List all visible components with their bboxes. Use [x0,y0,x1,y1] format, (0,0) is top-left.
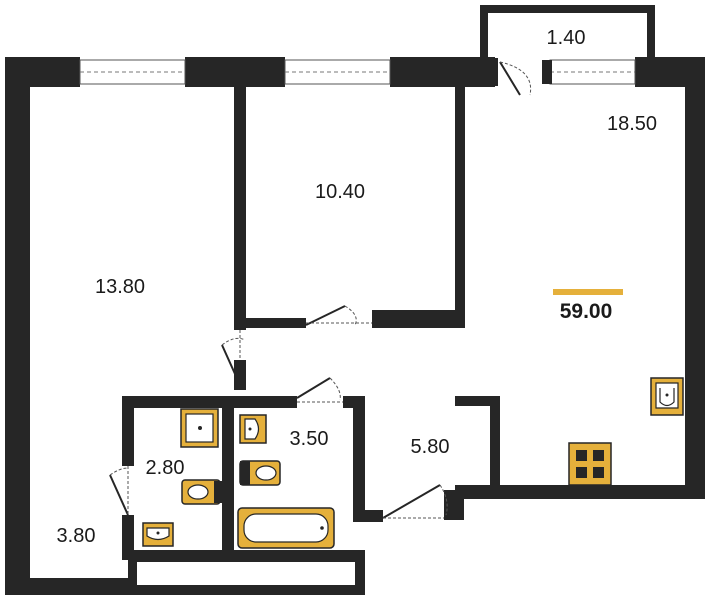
wall-hall-partition-top [455,396,500,406]
area-label-corridor: 3.80 [57,525,96,547]
wall-bottom-left-corner [128,550,137,595]
sink-icon [142,522,174,547]
windows [79,59,636,85]
area-label-bathroom: 3.50 [290,428,329,450]
door-large-bedroom [221,330,246,386]
wall-toilet-bath-divider [222,396,234,560]
wall-small-bed-bottom-1 [234,318,306,328]
wall-toilet-left-upper [122,396,134,466]
area-label-hall: 5.80 [411,436,450,458]
shower-tray-icon [180,408,219,448]
door-bathroom [296,377,343,403]
bathroom-sink-icon [239,414,267,444]
wall-bottom-right [455,485,705,499]
total-area: 59.00 [560,300,613,323]
wall-bath-top-1 [122,396,297,408]
wall-hall-door-jamb [444,490,464,520]
wall-bedroom-divider-lower [234,360,246,390]
wall-top-2 [185,57,285,87]
area-label-toilet: 2.80 [146,457,185,479]
wall-right-outer [685,57,705,497]
door-small-bedroom [305,305,372,326]
door-entrance [382,484,448,519]
door-balcony [492,58,532,96]
wall-bottom-left [5,578,135,595]
interior-walls [122,85,500,560]
wall-balcony-right [647,5,655,60]
wall-bath-right-stub [353,510,383,522]
door-toilet [109,466,129,516]
total-area-accent-bar [553,289,623,295]
stove-icon [568,442,612,486]
walls [5,5,705,595]
area-label-small-bedroom: 10.40 [315,181,365,203]
kitchen-sink-icon [650,377,684,416]
wall-bedroom-divider [234,85,246,330]
bathtub-icon [237,507,335,549]
wall-small-bed-bottom-2 [372,310,464,328]
wall-bath-bottom-right [355,550,365,595]
wall-left-outer [5,57,30,595]
bathroom-toilet-icon [239,460,281,486]
wall-bath-right [353,396,365,516]
wall-bath-bottom [128,550,363,562]
fixtures [142,377,684,549]
area-label-living: 18.50 [607,113,657,135]
area-label-balcony: 1.40 [547,27,586,49]
wall-top-3 [390,57,495,87]
wall-hall-partition [490,396,500,491]
wall-toilet-left-lower [122,515,134,560]
doors [109,58,532,519]
wall-balcony-top [480,5,655,13]
wall-bath-bottom-outer [135,585,365,595]
area-label-large-bedroom: 13.80 [95,276,145,298]
window-living-mullion [542,60,552,84]
wall-top-1 [5,57,80,87]
wall-small-bed-right [455,85,465,328]
wall-balcony-left [480,5,488,60]
toilet-icon [181,479,222,505]
